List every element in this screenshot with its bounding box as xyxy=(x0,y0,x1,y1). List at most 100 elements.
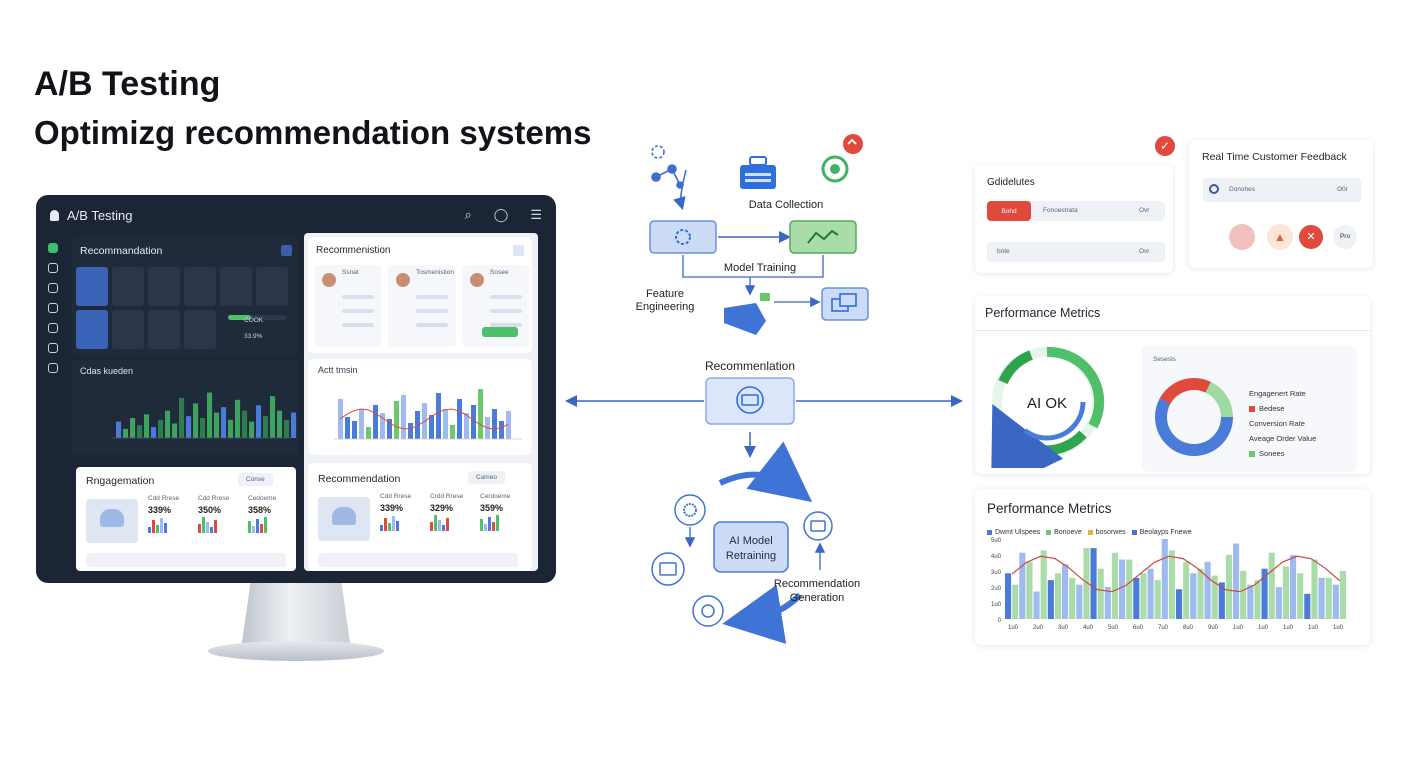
menu-icon[interactable]: ☰ xyxy=(530,207,542,222)
x-tick: 1u0 xyxy=(1333,625,1344,631)
left-chart-bar xyxy=(151,427,157,438)
node-ai-model-retraining[interactable] xyxy=(713,521,789,573)
sidebar-settings-icon[interactable] xyxy=(48,363,58,373)
right-chart-bar xyxy=(429,415,434,439)
x-tick: 1u0 xyxy=(1233,625,1244,631)
guidelines-field2[interactable]: bote xyxy=(997,248,1010,255)
monitor-stand xyxy=(242,583,350,643)
perf-bar xyxy=(1026,561,1033,619)
metric-value: 339% xyxy=(380,503,404,513)
perf-bar xyxy=(1282,566,1289,619)
engagement-button[interactable]: Conse xyxy=(238,473,273,486)
metric-value: 359% xyxy=(480,503,504,513)
perf-bar xyxy=(1019,552,1026,619)
gauge-label: AI OK xyxy=(1027,395,1067,412)
perf-bar xyxy=(1054,573,1061,619)
metric-mini-bar xyxy=(492,522,495,531)
tile[interactable] xyxy=(76,310,108,349)
metric-mini-bar xyxy=(156,525,159,533)
tile[interactable] xyxy=(112,310,144,349)
tile[interactable] xyxy=(184,310,216,349)
perf-bar xyxy=(1290,555,1297,619)
avatar xyxy=(470,273,484,287)
left-chart-title: Cdas kueden xyxy=(80,366,134,376)
recommendation-card[interactable]: Tosmenistion xyxy=(388,265,456,347)
perf-bar xyxy=(1111,552,1118,619)
sidebar-clock-icon[interactable] xyxy=(48,343,58,353)
perf-bar xyxy=(1097,568,1104,619)
expand-icon[interactable] xyxy=(281,245,292,256)
feedback-search-text[interactable]: Donohes xyxy=(1229,186,1256,193)
reaction-neutral-icon[interactable] xyxy=(1229,224,1255,250)
right-chart-bar xyxy=(478,389,483,439)
perf-bar xyxy=(1126,559,1133,619)
reaction-alert-icon[interactable]: ▲ xyxy=(1267,224,1293,250)
network-icon xyxy=(651,145,687,211)
right-chart-bar xyxy=(436,393,441,439)
sidebar-calendar-icon[interactable] xyxy=(48,323,58,333)
settings-icon[interactable] xyxy=(513,245,524,256)
pro-badge: Pro xyxy=(1333,225,1357,249)
tile[interactable] xyxy=(112,267,144,306)
x-tick: 2u0 xyxy=(1033,625,1044,631)
tile[interactable] xyxy=(148,310,180,349)
recommendation-generation-label-1: Recommendation xyxy=(774,578,860,590)
list-node-icon xyxy=(651,552,685,586)
sidebar-document-icon[interactable] xyxy=(48,303,58,313)
tile[interactable] xyxy=(148,267,180,306)
metric-mini-bar xyxy=(210,527,213,533)
sidebar-home-icon[interactable] xyxy=(48,283,58,293)
metric-mini-bar xyxy=(248,521,251,533)
metric-mini-bar xyxy=(384,518,387,531)
engagement-thumbnail xyxy=(86,499,138,543)
legend-item: Aveage Order Value xyxy=(1249,434,1317,443)
left-chart-bar xyxy=(221,407,227,438)
recommendation-card-label: Sosee xyxy=(490,269,509,276)
left-chart-bar xyxy=(123,428,129,438)
perf-bar xyxy=(1154,580,1161,619)
chart-legend-item: Dwmt Ulspees xyxy=(987,529,1040,536)
perf-bar xyxy=(1033,591,1040,619)
left-chart-bar xyxy=(263,416,269,438)
tile[interactable] xyxy=(256,267,288,306)
perf-bar xyxy=(1233,543,1240,619)
metric-mini-bar xyxy=(164,523,167,533)
search-icon[interactable]: ⌕ xyxy=(464,207,472,222)
tile[interactable] xyxy=(76,267,108,306)
node-recommendation[interactable] xyxy=(705,377,795,425)
perf-bar xyxy=(1119,559,1126,619)
guidelines-field2-value: Ovr xyxy=(1139,248,1150,255)
search-icon[interactable] xyxy=(1209,184,1219,194)
perf-bar xyxy=(1225,555,1232,619)
sidebar-grid-icon[interactable] xyxy=(48,243,58,253)
guidelines-button[interactable]: Bohd xyxy=(987,201,1031,221)
metric-mini-bar xyxy=(496,515,499,531)
left-chart-bar xyxy=(284,419,290,438)
perf-bar xyxy=(1240,571,1247,619)
performance-metrics-title-1: Performance Metrics xyxy=(985,306,1101,320)
recommendation-panel-title: Recommandation xyxy=(80,245,163,257)
sidebar-heart-icon[interactable] xyxy=(48,263,58,273)
recommendation-card[interactable]: Sosee xyxy=(462,265,530,347)
reaction-shuffle-icon[interactable]: ✕ xyxy=(1299,225,1323,249)
perf-bar xyxy=(1183,561,1190,619)
tile[interactable] xyxy=(220,267,252,306)
recommendation-card[interactable]: Ssnat xyxy=(314,265,382,347)
guidelines-field1[interactable]: Fonoestrata xyxy=(1043,207,1078,214)
progress-label-2: 33.9% xyxy=(244,333,263,340)
model-training-label: Model Training xyxy=(724,262,796,274)
perf-bar xyxy=(1247,584,1254,619)
chat-icon[interactable]: ◯ xyxy=(493,207,509,222)
perf-bar xyxy=(1339,571,1346,619)
tile[interactable] xyxy=(184,267,216,306)
recommendation-card-label: Ssnat xyxy=(342,269,359,276)
left-chart-bar xyxy=(256,405,262,438)
recommendation-label: Recommenlation xyxy=(705,359,795,373)
legend-item: Engagenert Rate xyxy=(1249,389,1306,398)
approve-button[interactable] xyxy=(482,327,518,337)
recommendation-button[interactable]: Cameo xyxy=(468,471,505,484)
metric-mini-bar xyxy=(438,520,441,531)
metric-mini-bar xyxy=(480,519,483,531)
